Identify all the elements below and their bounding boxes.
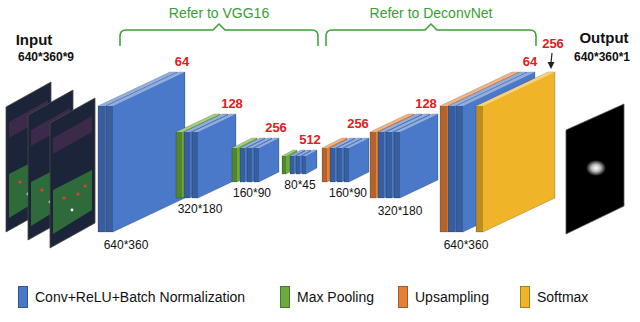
legend-entry: Upsampling xyxy=(398,286,489,308)
output-blob xyxy=(586,160,606,176)
deconv-bracket xyxy=(326,24,536,46)
size-label: 80*45 xyxy=(284,179,315,192)
legend-swatch xyxy=(280,286,290,308)
channel-count: 512 xyxy=(299,133,321,147)
channel-count: 64 xyxy=(175,55,189,69)
size-label: 640*360 xyxy=(104,239,149,252)
legend-entry: Max Pooling xyxy=(280,286,374,308)
channel-count: 128 xyxy=(221,97,243,111)
conv-layer xyxy=(254,138,279,182)
channel-count: 128 xyxy=(415,97,437,111)
legend-text: Conv+ReLU+Batch Normalization xyxy=(35,289,245,305)
conv-layer xyxy=(192,114,236,198)
leader-arrowhead xyxy=(548,62,555,69)
vgg-bracket xyxy=(120,24,318,46)
size-label: 160*90 xyxy=(233,187,271,200)
conv-layer xyxy=(344,138,369,182)
input-frame xyxy=(50,98,95,248)
size-label: 320*180 xyxy=(378,205,423,218)
section-label: Refer to VGG16 xyxy=(169,6,269,21)
channel-count: 256 xyxy=(347,117,369,131)
conv-layer xyxy=(394,114,438,198)
legend-swatch xyxy=(520,286,530,308)
softmax-layer xyxy=(476,72,555,232)
channel-count: 64 xyxy=(523,55,537,69)
channel-count: 256 xyxy=(542,37,564,51)
size-label: 320*180 xyxy=(178,203,223,216)
legend-text: Upsampling xyxy=(415,289,489,305)
io-title: Output xyxy=(579,30,628,47)
conv-layer xyxy=(106,72,185,232)
legend-text: Softmax xyxy=(537,289,588,305)
leader-line xyxy=(551,53,552,63)
size-label: 640*360 xyxy=(444,239,489,252)
legend-entry: Conv+ReLU+Batch Normalization xyxy=(18,286,245,308)
legend-text: Max Pooling xyxy=(297,289,374,305)
conv-layer xyxy=(302,150,317,174)
section-label: Refer to DeconvNet xyxy=(370,6,493,21)
legend-swatch xyxy=(398,286,408,308)
legend-entry: Softmax xyxy=(520,286,588,308)
channel-count: 256 xyxy=(265,121,287,135)
legend-swatch xyxy=(18,286,28,308)
output-map xyxy=(566,104,624,234)
io-title: Input xyxy=(16,32,53,49)
io-dimension: 640*360*1 xyxy=(574,51,630,64)
io-dimension: 640*360*9 xyxy=(18,51,74,64)
size-label: 160*90 xyxy=(329,187,367,200)
